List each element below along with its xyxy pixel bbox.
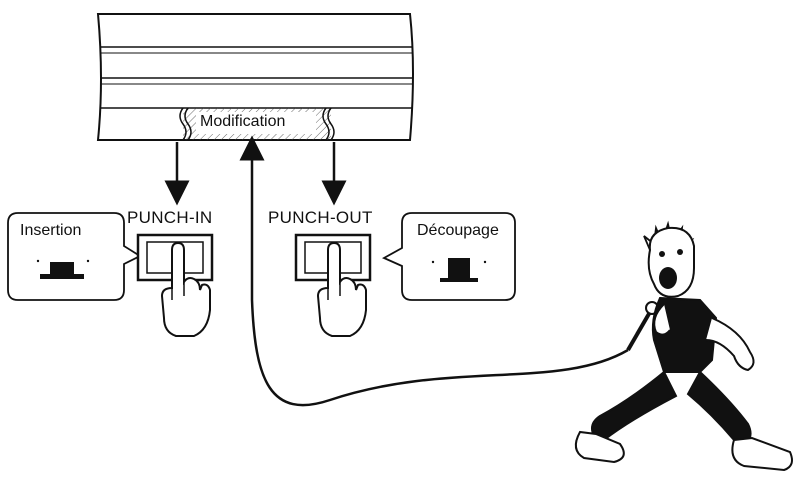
insertion-label: Insertion (20, 222, 82, 239)
punch-in-label: PUNCH-IN (127, 208, 213, 227)
decoupage-label: Découpage (417, 222, 499, 239)
singer-illustration (574, 220, 793, 472)
finger-hand-icon (160, 241, 211, 337)
button-released-icon (431, 258, 487, 282)
tape (96, 13, 414, 141)
punch-out-label: PUNCH-OUT (268, 208, 373, 227)
insertion-callout (7, 212, 142, 301)
button-pressed-icon (36, 259, 90, 279)
decoupage-callout (381, 212, 516, 301)
modification-label: Modification (200, 113, 286, 130)
signal-arrow (239, 135, 629, 407)
finger-hand-icon (316, 241, 367, 337)
